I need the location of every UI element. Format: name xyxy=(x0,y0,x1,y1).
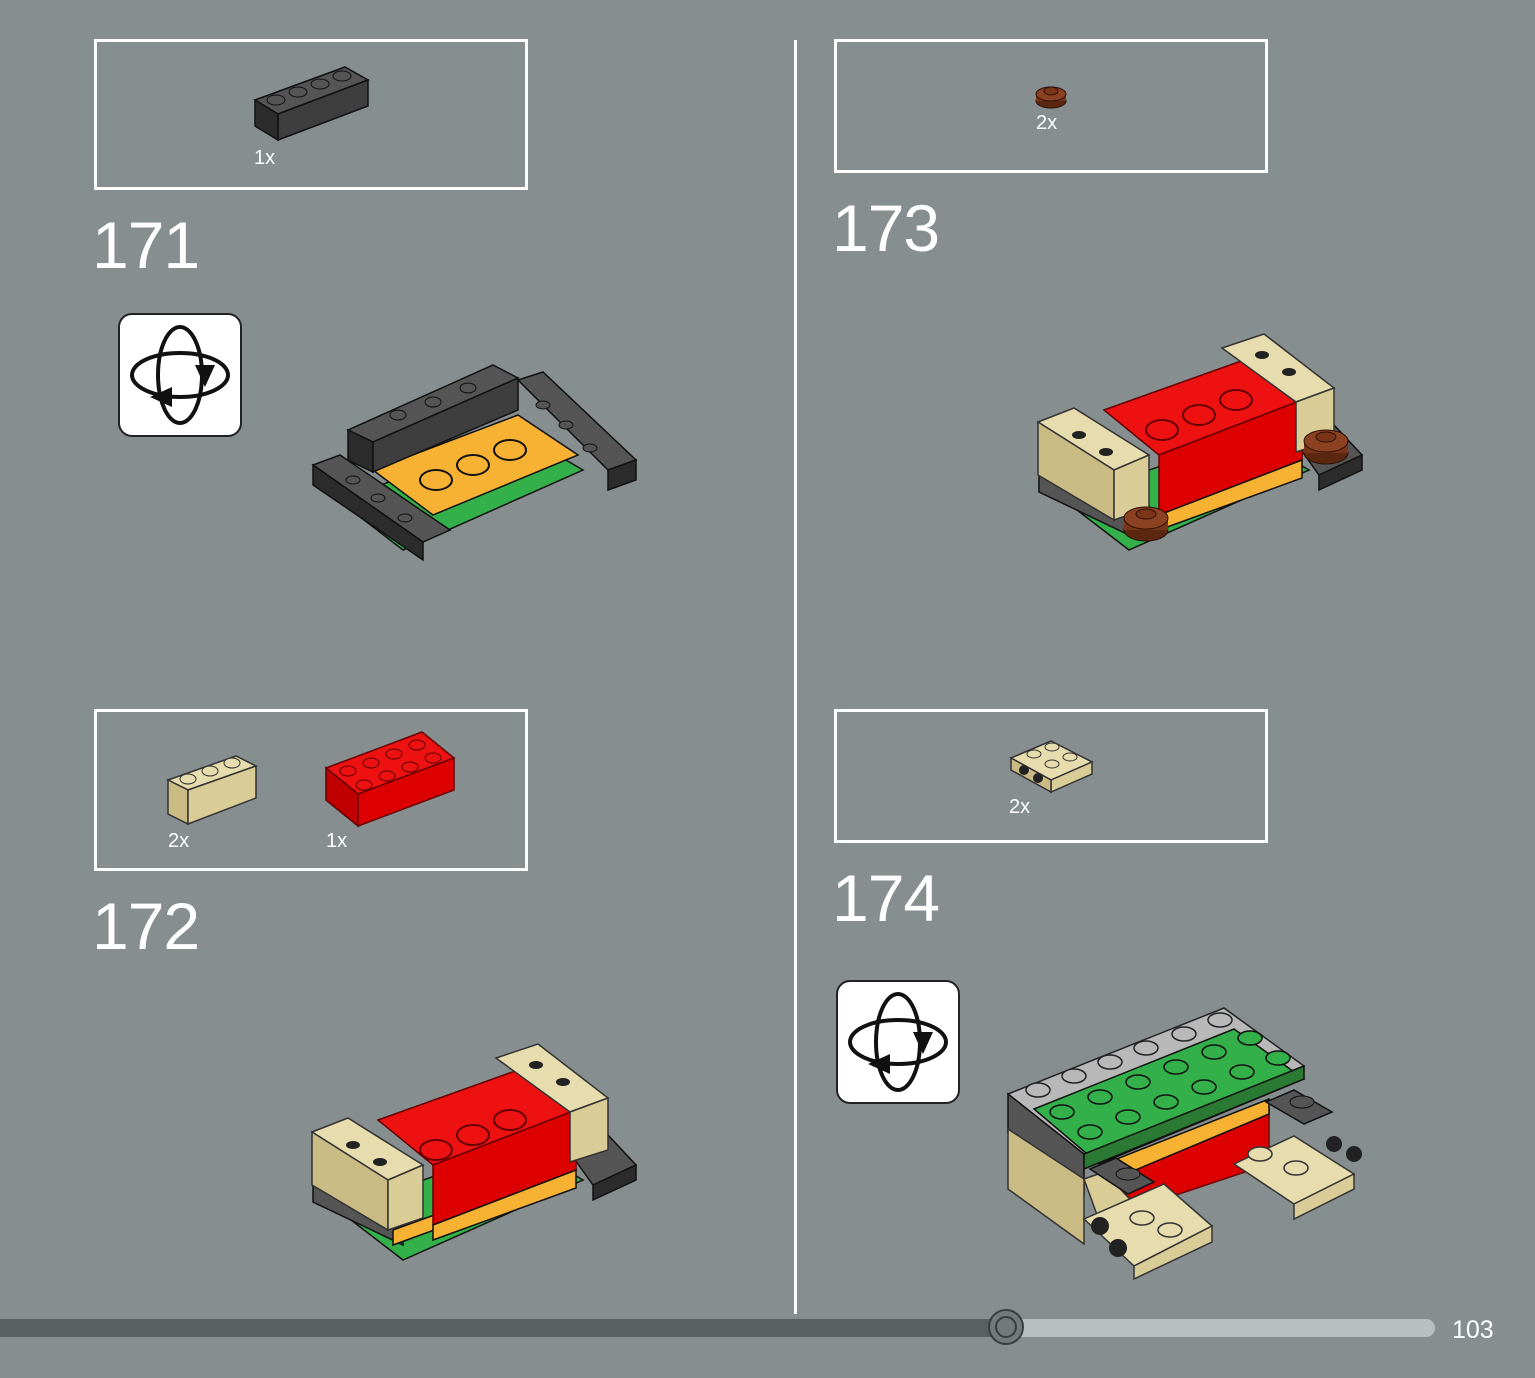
model-step-173 xyxy=(1036,333,1364,551)
added-round-plate xyxy=(1123,506,1169,542)
part-red-brick-2x4 xyxy=(324,731,456,828)
page-number: 103 xyxy=(1452,1316,1494,1344)
parts-box-172 xyxy=(94,709,528,871)
studs-green xyxy=(1049,1030,1291,1140)
parts-box-174 xyxy=(834,709,1268,843)
part-reddish-brown-round-plate-1x1 xyxy=(1035,86,1067,109)
part-qty: 2x xyxy=(1009,796,1031,818)
page-progress-bar[interactable] xyxy=(0,1309,1435,1345)
parts-box-171 xyxy=(94,39,528,190)
progress-fill xyxy=(0,1319,1006,1337)
rotate-callout xyxy=(118,313,242,437)
studs-tan xyxy=(1129,1146,1309,1238)
parts-box-173 xyxy=(834,39,1268,173)
added-round-plate xyxy=(1303,429,1349,465)
step-number: 174 xyxy=(832,861,940,935)
part-qty: 1x xyxy=(254,147,276,169)
step-number: 173 xyxy=(832,191,940,265)
model-step-171 xyxy=(311,364,638,562)
step-number: 172 xyxy=(92,889,200,963)
part-qty: 2x xyxy=(168,830,190,852)
progress-slider-handle[interactable] xyxy=(988,1309,1024,1345)
model-step-174 xyxy=(1006,1007,1362,1281)
part-qty: 1x xyxy=(326,830,348,852)
model-step-172 xyxy=(310,1043,638,1261)
part-qty: 2x xyxy=(1036,112,1058,134)
rotate-model-icon xyxy=(130,325,230,425)
rotate-callout xyxy=(836,980,960,1104)
part-tan-brick-1x3 xyxy=(166,755,258,826)
part-tan-bracket-plate xyxy=(1009,740,1094,794)
part-dark-gray-brick-1x4 xyxy=(253,66,370,142)
studs-gray xyxy=(1025,1012,1233,1098)
column-divider xyxy=(794,40,797,1314)
rotate-model-icon xyxy=(848,992,948,1092)
step-number: 171 xyxy=(92,208,200,282)
